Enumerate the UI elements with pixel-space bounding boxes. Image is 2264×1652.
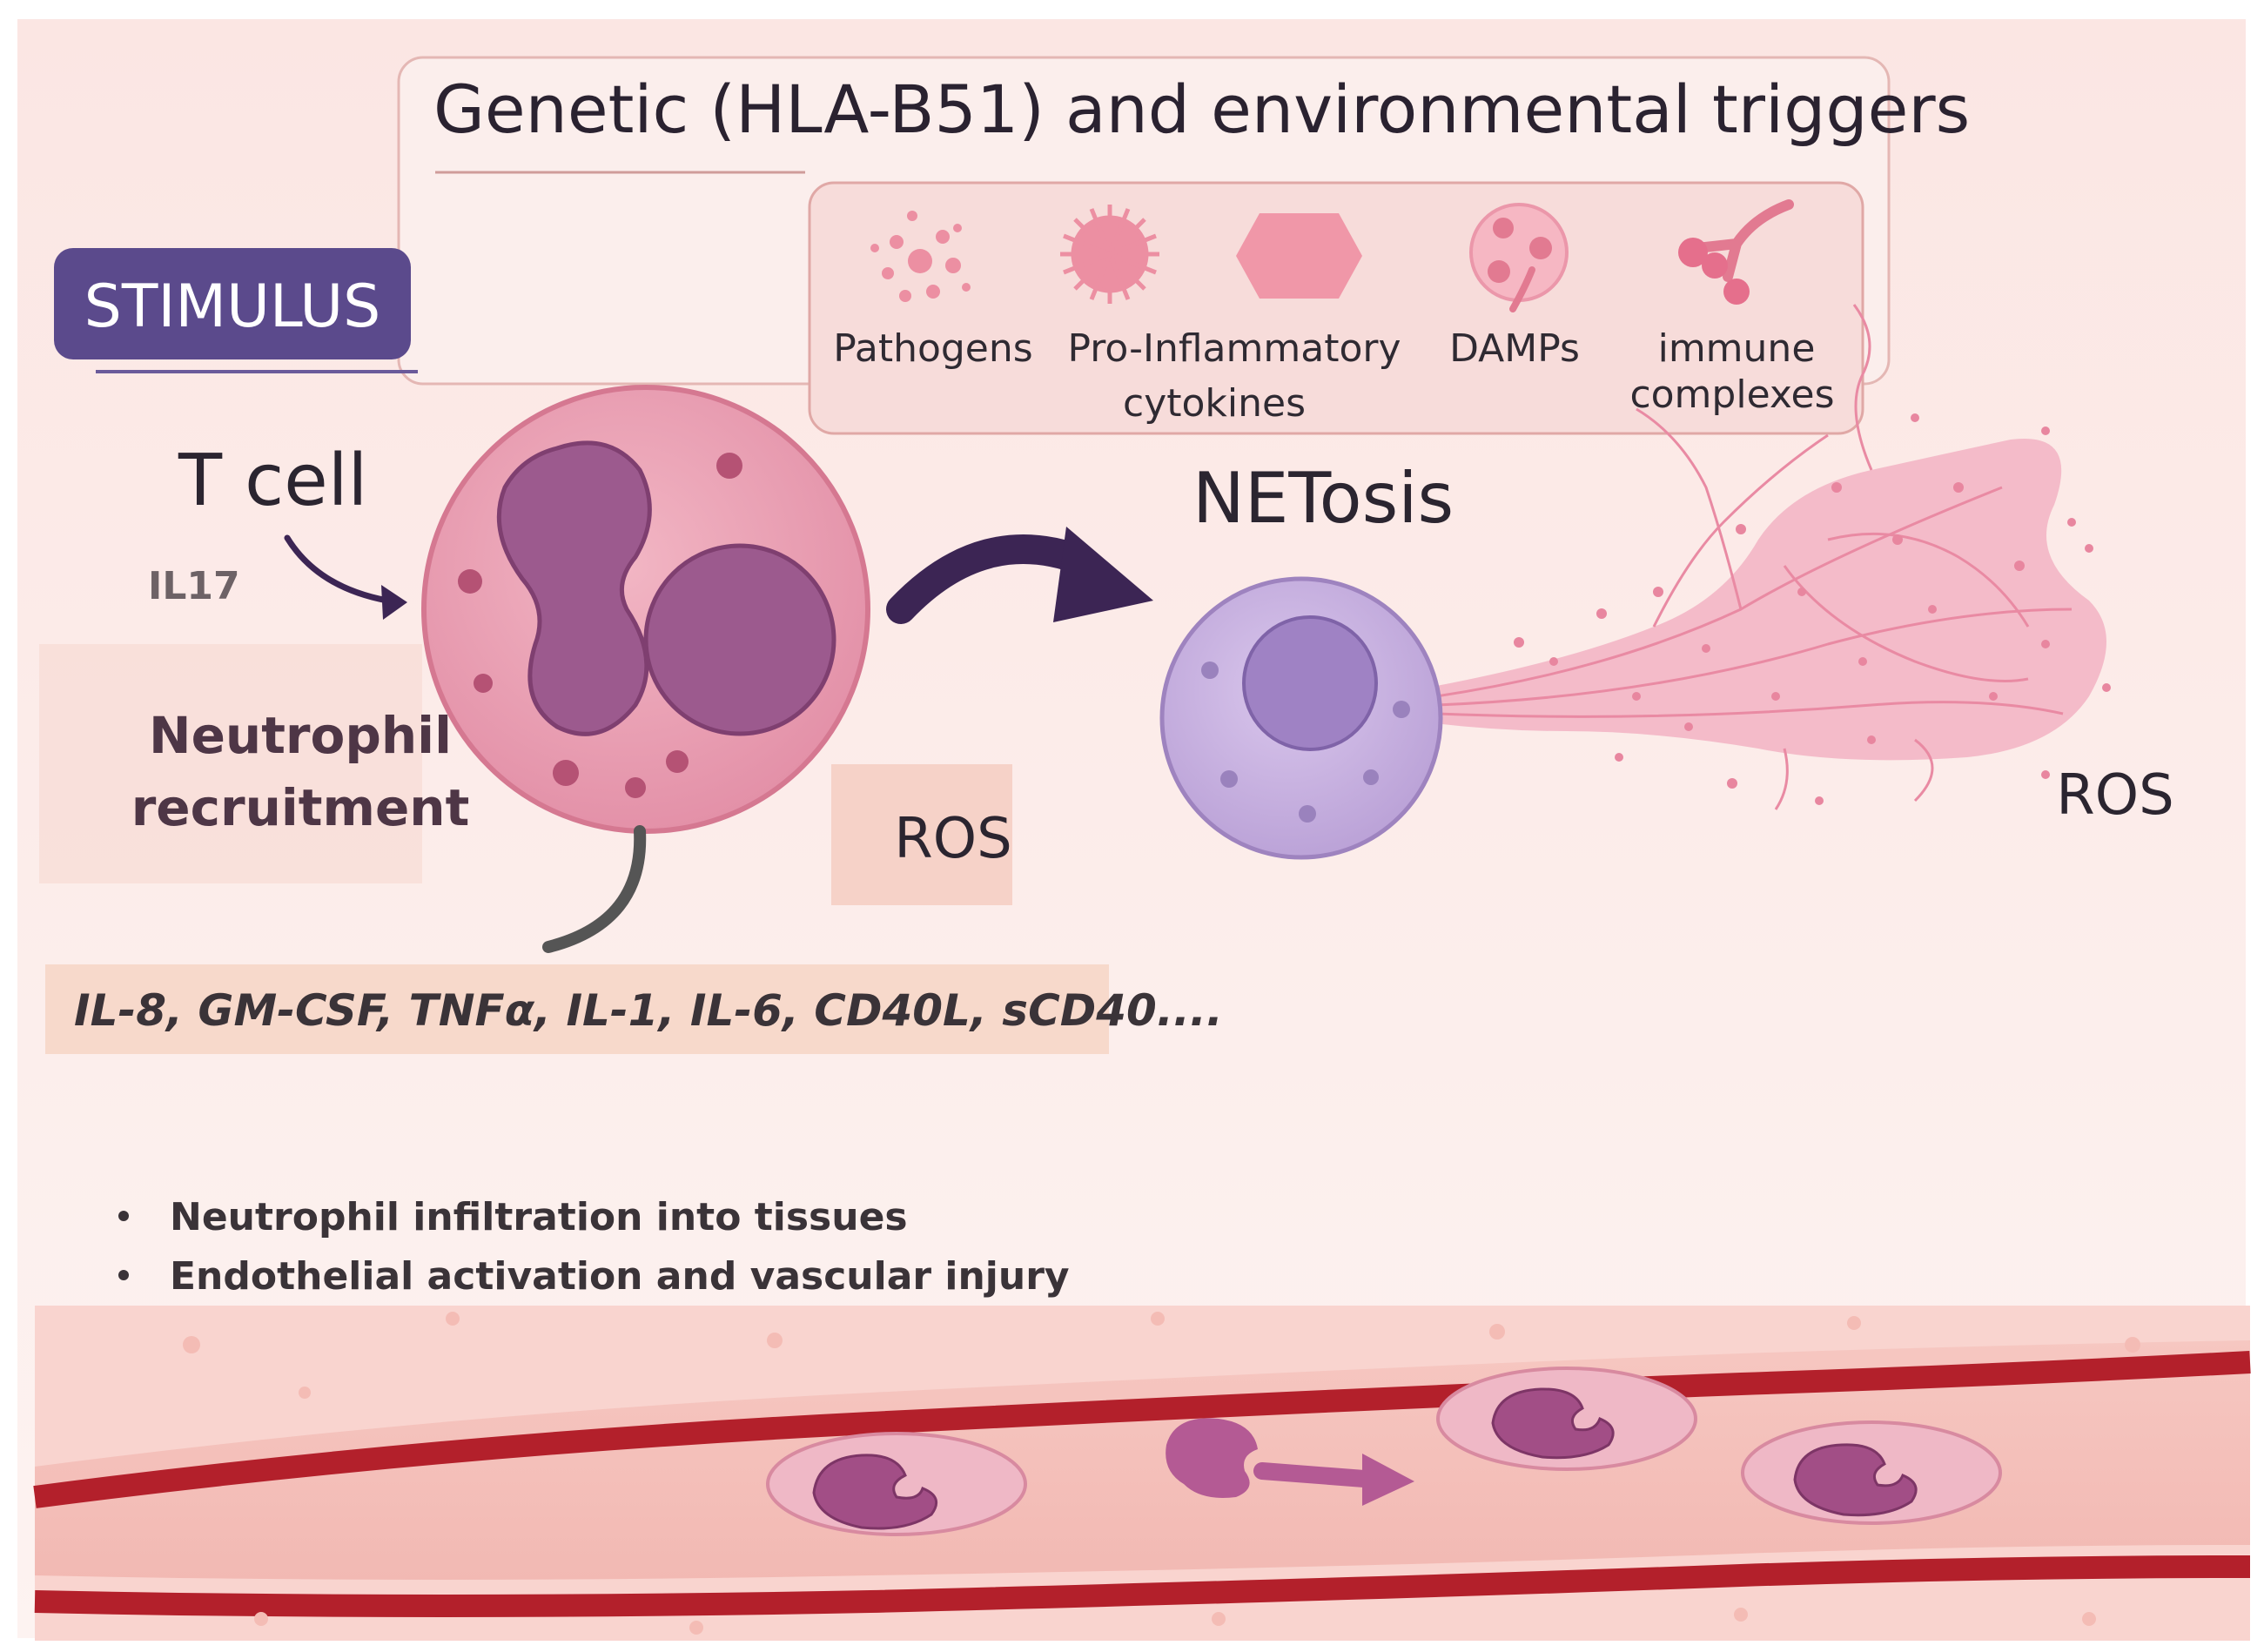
netosis-label: NETosis — [1192, 458, 1454, 539]
label-panel — [39, 644, 422, 883]
trigger-label-cytokines-line1: Pro-Inflammatory — [1067, 326, 1401, 371]
trigger-label-immune-line1: immune — [1658, 326, 1816, 371]
cytokine-icon — [1060, 205, 1159, 304]
hexagon-damps-icon — [1236, 213, 1362, 299]
neutrophil-nucleus-lobe — [496, 440, 652, 736]
neutrophil-cell — [421, 385, 870, 953]
bullet-item: Endothelial activation and vascular inju… — [170, 1254, 1070, 1299]
header-title: Genetic (HLA-B51) and environmental trig… — [433, 71, 1970, 148]
il17-arrow — [284, 534, 407, 620]
immune-complex-icon — [1678, 199, 1794, 305]
vessel-neutrophil — [1436, 1367, 1697, 1471]
migrating-neutrophil — [1166, 1418, 1414, 1506]
bullet-dot — [118, 1211, 129, 1221]
vessel-neutrophil — [1741, 1420, 2002, 1525]
blood-vessel — [33, 1306, 2251, 1641]
trigger-label-immune-line2: complexes — [1629, 373, 1834, 417]
pathogens-icon — [870, 211, 971, 302]
stimulus-label: STIMULUS — [84, 272, 381, 341]
trigger-panel: Pathogens Pro-Inflammatory cytokines DAM… — [808, 181, 1864, 435]
il17-label: IL17 — [148, 564, 240, 608]
bullet-dot — [118, 1270, 129, 1280]
trigger-label-pathogens: Pathogens — [833, 326, 1032, 371]
bullet-item: Neutrophil infiltration into tissues — [170, 1195, 908, 1239]
vessel-wall-top — [33, 1351, 2251, 1508]
cell-damps-icon — [1469, 203, 1569, 312]
vessel-neutrophil — [766, 1432, 1027, 1536]
netosis-arrow — [886, 527, 1153, 624]
netosis-cell-nucleus — [1242, 615, 1378, 751]
net-web — [1428, 304, 2111, 810]
neutrophil-nucleus-round — [643, 543, 836, 736]
neutrophil-label-line1: Neutrophil — [149, 706, 452, 765]
trigger-label-cytokines-line2: cytokines — [1123, 381, 1306, 426]
stimulus-badge: STIMULUS — [54, 248, 418, 373]
ros-panel-left — [831, 764, 1012, 905]
t-cell-label: T cell — [178, 440, 367, 522]
netosis-cell — [1159, 576, 1443, 860]
neutrophil-tail — [542, 825, 647, 953]
bullet-list: Neutrophil infiltration into tissues End… — [118, 1195, 1070, 1299]
trigger-label-damps: DAMPs — [1449, 326, 1580, 371]
ros-label-left: ROS — [894, 807, 1011, 871]
ros-label-right: ROS — [2056, 763, 2173, 828]
neutrophil-label-line2: recruitment — [131, 778, 470, 837]
mediator-list: IL-8, GM-CSF, TNFα, IL-1, IL-6, CD40L, s… — [74, 985, 1223, 1036]
vessel-wall-bottom — [34, 1555, 2251, 1617]
mediator-panel — [45, 964, 1109, 1054]
